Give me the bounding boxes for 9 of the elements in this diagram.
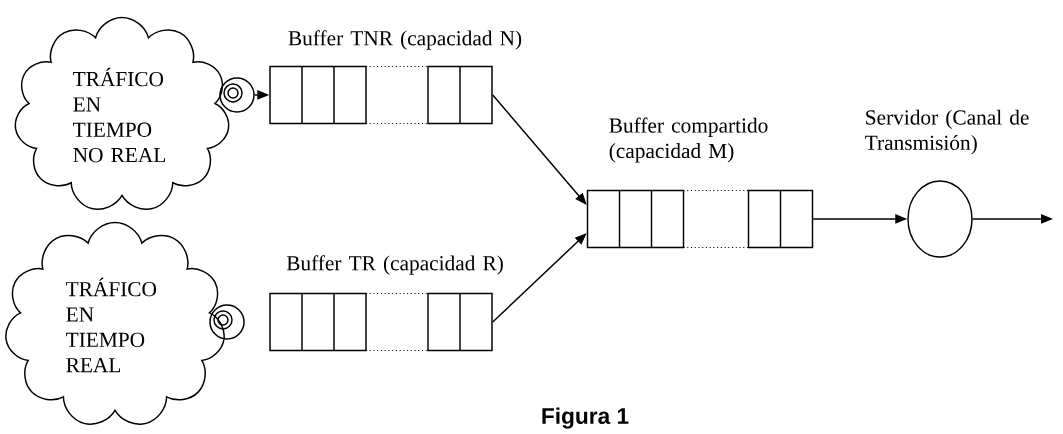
source-icon — [219, 77, 255, 113]
arrow — [492, 233, 587, 323]
figure-caption: Figura 1 — [542, 407, 629, 429]
source-icon — [209, 304, 245, 340]
arrow — [492, 94, 587, 205]
buffer-label: Buffer compartido (capacidad M) — [609, 117, 768, 163]
buffer-label: Buffer TR (capacidad R) — [286, 255, 503, 275]
buffer-label: Buffer TNR (capacidad N) — [288, 30, 522, 50]
buffer-label: Servidor (Canal de Transmisión) — [865, 109, 1029, 155]
